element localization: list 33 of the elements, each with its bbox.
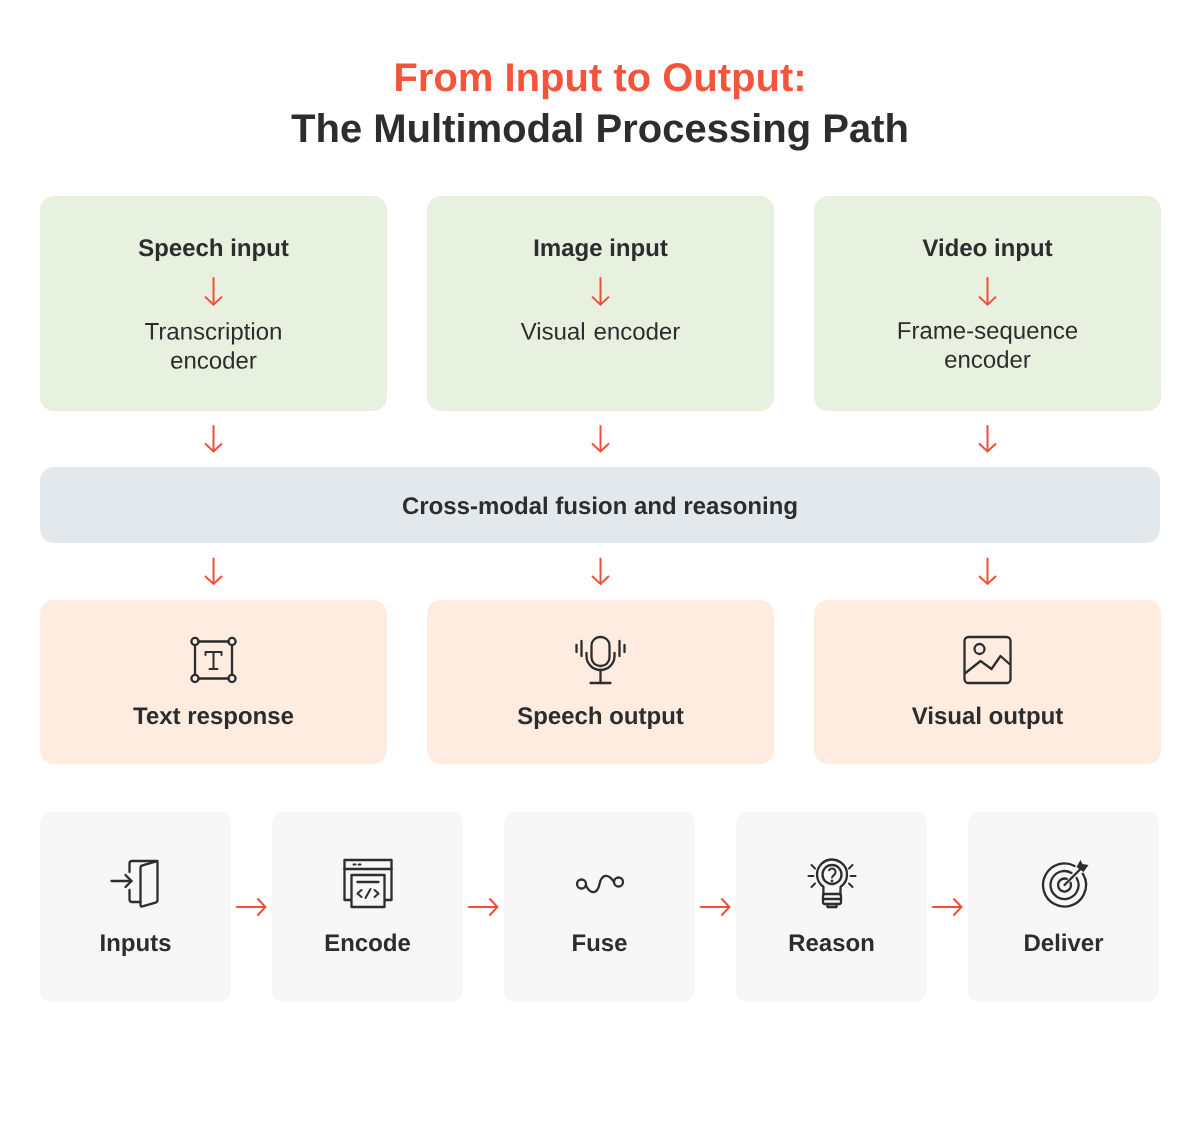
input-panel [814, 196, 1161, 411]
panel-text: Frame-sequence encoder [898, 322, 1078, 368]
output-box: Text response [40, 600, 387, 764]
title: The Multimodal Processing Path [291, 113, 907, 151]
input-panel [40, 196, 387, 411]
arrow [591, 556, 610, 586]
arrow [591, 424, 610, 453]
panel-text: Visual encoder [520, 322, 680, 340]
panel-text: Transcription encoder [145, 322, 281, 369]
step-box: Deliver [968, 812, 1159, 1002]
arrow [591, 276, 610, 306]
arrow [931, 897, 963, 917]
process-band: Cross-modal fusion and reasoning [40, 467, 1160, 543]
title: From Input to Output: [396, 63, 803, 100]
step-box: Reason [736, 812, 927, 1002]
arrow [204, 556, 223, 586]
arrow [978, 276, 997, 306]
arrow [699, 897, 731, 917]
output-box: Visual output [814, 600, 1161, 764]
step-box: Fuse [504, 812, 695, 1002]
arrow [467, 897, 499, 917]
arrow [978, 424, 997, 453]
arrow [204, 276, 223, 306]
arrow [978, 556, 997, 586]
input-panel [427, 196, 774, 411]
panel-heading: Video input [922, 238, 1053, 261]
output-box: Speech output [427, 600, 774, 764]
step-box: Encode [272, 812, 463, 1002]
arrow [235, 897, 267, 917]
step-box: Inputs [40, 812, 231, 1002]
panel-heading: Image input [534, 238, 668, 262]
arrow [204, 424, 223, 453]
panel-heading: Speech input [138, 238, 289, 261]
